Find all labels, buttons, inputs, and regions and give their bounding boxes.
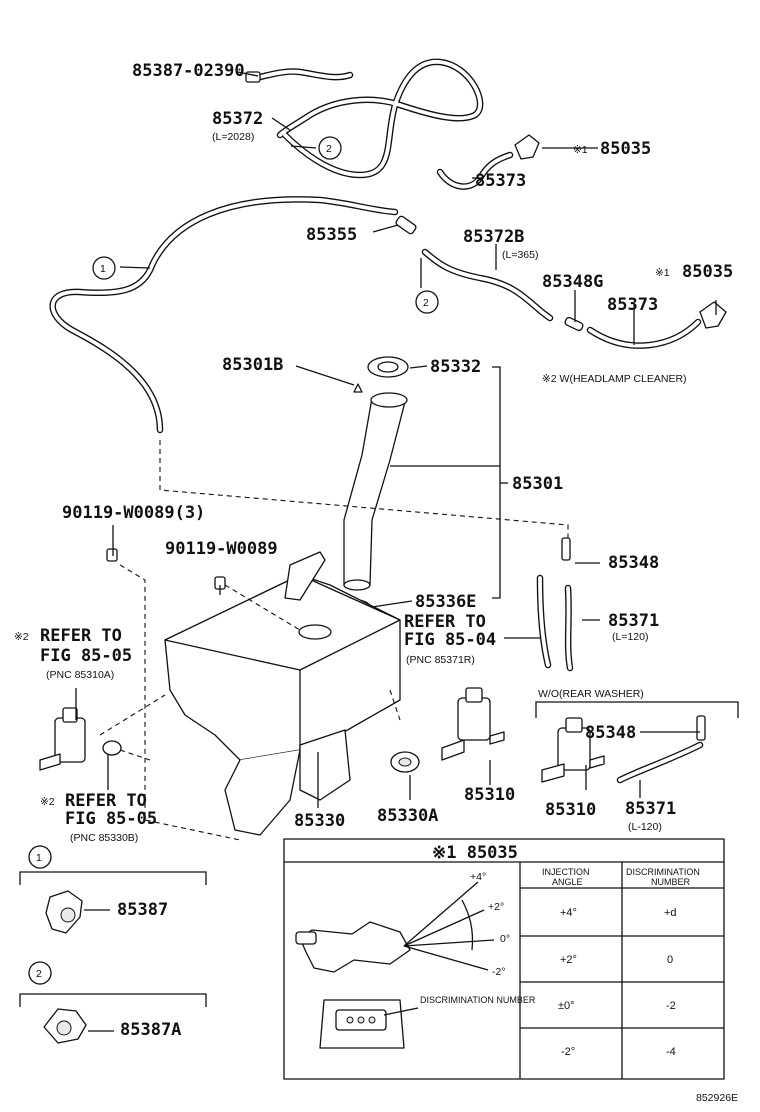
figure-id: 852926E <box>696 1092 738 1104</box>
refer-1-mark: ※2 <box>14 631 29 643</box>
pump-85310-a <box>441 687 505 761</box>
label-85310-b: 85310 <box>545 800 596 820</box>
label-85336E: 85336E <box>415 592 476 612</box>
label-85371-b: 85371 <box>625 799 676 819</box>
pump-85310-b <box>541 717 605 783</box>
hose-85371 <box>536 574 704 784</box>
detail-1-callout: 1 <box>36 852 42 864</box>
angle-plus4: +4° <box>470 871 486 883</box>
detail-2: 2 <box>19 961 207 1044</box>
label-85372B-length: (L=365) <box>502 249 538 261</box>
table-row-1-angle: +4° <box>560 907 577 919</box>
grommet-85330A <box>390 751 420 773</box>
callouts: 1 2 2 <box>92 136 439 314</box>
label-85372B: 85372B <box>463 227 524 247</box>
label-85387A: 85387A <box>120 1020 181 1040</box>
label-85330: 85330 <box>294 811 345 831</box>
table-row-4-number: -4 <box>666 1046 676 1058</box>
table-row-2-number: 0 <box>667 954 673 966</box>
col1-header-line1: INJECTION <box>542 867 590 877</box>
angle-plus2: +2° <box>488 901 504 913</box>
filler-neck <box>341 356 409 615</box>
label-85035-a-mark: ※1 <box>573 144 588 156</box>
label-85372-length: (L=2028) <box>212 131 254 143</box>
callout-1: 1 <box>100 263 106 275</box>
label-85373-a: 85373 <box>475 171 526 191</box>
label-85387: 85387 <box>117 900 168 920</box>
label-85035-b: 85035 <box>682 262 733 282</box>
nozzle-spec-box: ※1 85035 INJECTION ANGLE DISCRIMINATION … <box>283 838 725 1080</box>
label-85310-a: 85310 <box>464 785 515 805</box>
part-labels: 85387-02390 85372 (L=2028) ※1 85035 8537… <box>62 61 733 1040</box>
callout-2-top: 2 <box>326 143 332 155</box>
angle-minus2: -2° <box>492 966 506 978</box>
label-85301B: 85301B <box>222 355 283 375</box>
label-85301: 85301 <box>512 474 563 494</box>
label-85372: 85372 <box>212 109 263 129</box>
table-row-1-number: +d <box>664 907 677 919</box>
label-85332: 85332 <box>430 357 481 377</box>
col2-header-line1: DISCRIMINATION <box>626 867 700 877</box>
col1-header-line2: ANGLE <box>552 877 583 887</box>
label-85373-b: 85373 <box>607 295 658 315</box>
detail-2-callout: 2 <box>36 968 42 980</box>
discrimination-label: DISCRIMINATION NUMBER <box>420 995 536 1005</box>
label-85355: 85355 <box>306 225 357 245</box>
leader-lines <box>75 71 739 808</box>
refer-1-line3: (PNC 85310A) <box>46 669 114 681</box>
callout-2-mid: 2 <box>423 297 429 309</box>
label-85035-b-mark: ※1 <box>655 267 670 279</box>
detail-1: 1 <box>19 845 207 934</box>
table-row-3-angle: ±0° <box>558 1000 575 1012</box>
notes: ※2 W(HEADLAMP CLEANER) ※2 REFER TO FIG 8… <box>14 373 687 844</box>
refer-2-line2: FIG 85-04 <box>404 630 496 650</box>
headlamp-cleaner-note: ※2 W(HEADLAMP CLEANER) <box>542 373 687 385</box>
washer-hose-assembly <box>49 58 702 434</box>
label-85348G: 85348G <box>542 272 603 292</box>
refer-3-mark: ※2 <box>40 796 55 808</box>
label-85371-a: 85371 <box>608 611 659 631</box>
refer-3-line1: REFER TO <box>65 791 147 811</box>
table-row-3-number: -2 <box>666 1000 676 1012</box>
angle-zero: 0° <box>500 933 510 945</box>
refer-1-line2: FIG 85-05 <box>40 646 132 666</box>
refer-1-line1: REFER TO <box>40 626 122 646</box>
refer-2-line1: REFER TO <box>404 612 486 632</box>
pump-left <box>39 707 122 771</box>
label-85387-02390: 85387-02390 <box>132 61 245 81</box>
label-85348-b: 85348 <box>585 723 636 743</box>
washer-tank <box>164 551 401 836</box>
col2-header-line2: NUMBER <box>651 877 691 887</box>
label-85348-a: 85348 <box>608 553 659 573</box>
label-85371-b-length: (L-120) <box>628 821 662 833</box>
refer-3-line3: (PNC 85330B) <box>70 832 138 844</box>
reference-lines <box>99 440 569 841</box>
table-title: ※1 85035 <box>432 843 518 863</box>
rear-washer-note: W/O(REAR WASHER) <box>538 688 644 700</box>
label-85035-a: 85035 <box>600 139 651 159</box>
refer-3-line2: FIG 85-05 <box>65 809 157 829</box>
table-row-4-angle: -2° <box>561 1046 575 1058</box>
label-85330A: 85330A <box>377 806 438 826</box>
label-85371-a-length: (L=120) <box>612 631 648 643</box>
table-row-2-angle: +2° <box>560 954 577 966</box>
label-90119-w0089-3: 90119-W0089(3) <box>62 503 205 523</box>
refer-2-line3: (PNC 85371R) <box>406 654 475 666</box>
label-90119-w0089: 90119-W0089 <box>165 539 278 559</box>
